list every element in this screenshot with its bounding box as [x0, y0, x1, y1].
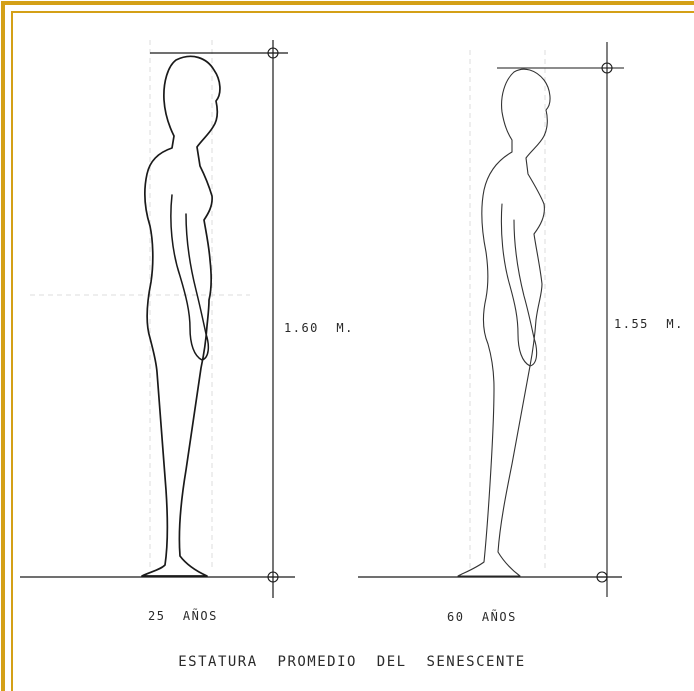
height-label-left: 1.60 M. [284, 321, 354, 335]
marker-bottom-right [597, 572, 607, 582]
elderly-woman-silhouette [458, 69, 550, 576]
figure-elderly [358, 42, 624, 597]
age-label-left: 25 AÑOS [148, 608, 218, 623]
age-label-right: 60 AÑOS [447, 609, 517, 624]
young-woman-arm [171, 195, 208, 360]
construction-lines [30, 40, 545, 570]
diagram-caption: ESTATURA PROMEDIO DEL SENESCENTE [178, 654, 526, 670]
gold-border [3, 3, 694, 691]
elderly-woman-arm [501, 204, 536, 366]
height-label-right: 1.55 M. [614, 317, 684, 331]
figure-young [20, 40, 295, 598]
young-woman-silhouette [142, 56, 220, 576]
